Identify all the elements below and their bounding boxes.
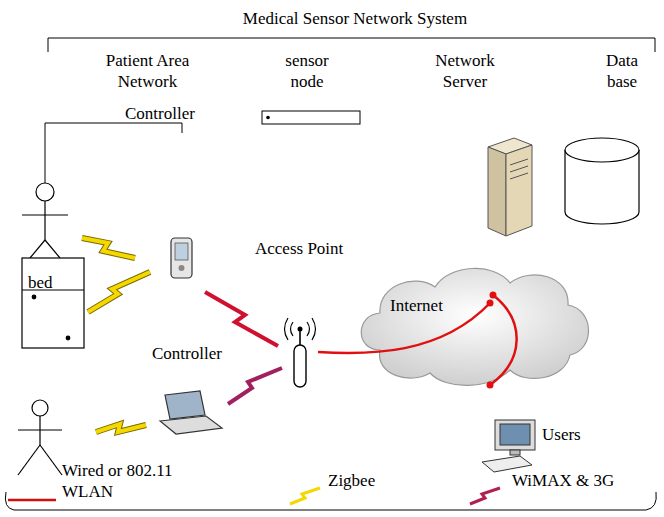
node-text: Internet: [390, 295, 443, 316]
pda-icon: [171, 238, 192, 278]
label: Network Server: [422, 50, 508, 93]
leader-line: [45, 123, 182, 183]
label: Access Point: [255, 238, 343, 259]
access-point-icon: [285, 318, 316, 387]
label: Controller: [152, 343, 222, 364]
bracket: [48, 38, 655, 52]
label: sensor node: [272, 50, 342, 93]
label: bed: [28, 272, 53, 293]
wireless-link: [82, 238, 282, 432]
legend-bolt-sample: [470, 488, 500, 504]
sensor-node-icon: [262, 111, 360, 124]
legend-bolt-sample: [290, 488, 320, 504]
legend-text: Zigbee: [328, 470, 375, 491]
legend-line-sample: [8, 499, 56, 502]
cloud-node: Internet: [350, 255, 595, 390]
server-icon: [488, 138, 532, 236]
label: Data base: [596, 50, 648, 93]
database-icon: [565, 138, 639, 224]
internet-links: [350, 255, 595, 390]
label: Patient Area Network: [85, 50, 210, 93]
legend-text: Wired or 802.11 WLAN: [62, 460, 192, 503]
patient-figure: [18, 400, 62, 475]
laptop-icon: [160, 391, 222, 434]
label: Users: [542, 424, 581, 445]
computer-icon: [482, 420, 535, 472]
bed-icon: [22, 258, 84, 348]
diagram-title: Medical Sensor Network System: [180, 8, 530, 29]
label: Controller: [125, 103, 195, 124]
cloud-shape: [350, 255, 595, 390]
patient-figure: [22, 183, 68, 258]
legend-text: WiMAX & 3G: [512, 470, 614, 491]
